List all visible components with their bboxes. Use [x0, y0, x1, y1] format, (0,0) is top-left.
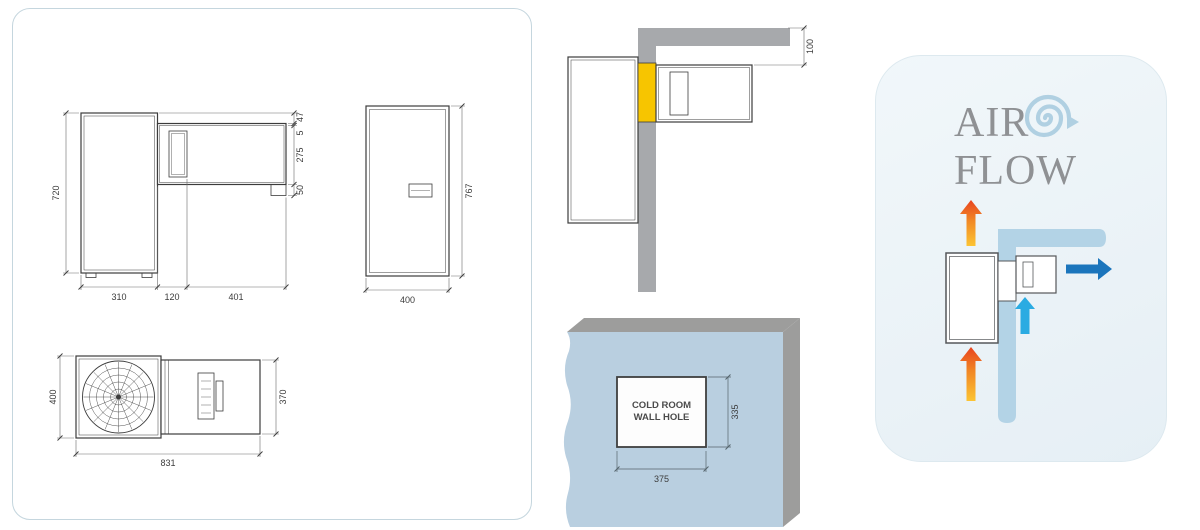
dim-label-50: 50 [295, 185, 305, 195]
top-view-divider-lines [164, 360, 169, 434]
install-outdoor-body [567, 56, 639, 224]
hot-air-intake-arrow-icon [960, 347, 982, 401]
installation-view: 100 [567, 25, 815, 292]
airflow-title-word2: FLOW [954, 148, 1077, 194]
side-view-vent [168, 130, 188, 178]
dim-label-831: 831 [160, 458, 175, 468]
wall-edge-right [783, 318, 800, 527]
install-indoor-duct-inner [658, 67, 750, 120]
airflow-unit-body-inner [949, 256, 995, 340]
dim-label-47: 47 [295, 112, 305, 122]
ceiling-section [638, 28, 790, 46]
airflow-title-word1: AIR [954, 100, 1029, 146]
top-view-fan-section-inner [78, 358, 159, 436]
install-dimension-lines [754, 25, 807, 68]
airflow-panel: AIR FLOW [875, 55, 1167, 462]
side-view-vent-inner [171, 133, 185, 175]
air-swirl-icon [1024, 94, 1079, 138]
wall-hole-view: COLD ROOM WALL HOLE 375 335 [563, 318, 800, 527]
dim-label-400-top: 400 [48, 389, 58, 404]
dim-label-120: 120 [164, 292, 179, 302]
dim-label-767: 767 [464, 183, 474, 198]
side-view-foot-right [141, 272, 153, 278]
dimension-drawings-panel: 720 310 120 401 47 5 275 50 400 [12, 8, 532, 520]
install-indoor-duct [655, 64, 753, 123]
front-view: 400 767 [363, 103, 474, 305]
airflow-indoor-vent [1022, 261, 1034, 288]
dimension-drawings-svg: 720 310 120 401 47 5 275 50 400 [48, 103, 474, 468]
front-view-electrical-box [408, 183, 433, 198]
side-view-bracket [270, 184, 287, 196]
dim-label-370: 370 [278, 389, 288, 404]
dim-label-310: 310 [111, 292, 126, 302]
hot-air-exhaust-arrow-icon [960, 200, 982, 246]
front-view-body [365, 105, 450, 277]
dim-label-375: 375 [654, 474, 669, 484]
dim-label-335: 335 [730, 404, 740, 419]
dim-label-5: 5 [295, 130, 305, 135]
top-view-compressor-fins [201, 380, 211, 414]
top-view-compressor [197, 372, 215, 420]
front-view-inner-line [369, 109, 446, 273]
cold-air-supply-arrow-icon [1066, 258, 1112, 280]
dim-label-720: 720 [51, 185, 61, 200]
airflow-wall [998, 229, 1106, 423]
dimension-ticks [57, 353, 279, 457]
wall-hole-label-line2: WALL HOLE [634, 412, 690, 423]
return-air-arrow-icon [1015, 297, 1035, 334]
dimension-ticks [63, 110, 297, 290]
install-indoor-vent [669, 71, 689, 116]
install-outdoor-body-inner [570, 59, 636, 221]
dimension-ticks [614, 374, 731, 472]
wall-edge-top [567, 318, 800, 332]
side-view-duct [156, 122, 287, 186]
front-view-dimension-lines [363, 103, 465, 293]
dimension-ticks [363, 103, 465, 293]
dim-label-275: 275 [295, 147, 305, 162]
top-view: 400 370 831 [48, 353, 288, 468]
side-view-body-inner-line [83, 115, 155, 271]
side-view-body [80, 112, 159, 274]
fan-grille-icon [82, 360, 155, 434]
airflow-svg: AIR FLOW [945, 94, 1112, 423]
side-view-dimension-lines [63, 110, 297, 290]
wall-hole-label-line1: COLD ROOM [632, 400, 691, 411]
top-view-component [215, 380, 224, 412]
wall-hole-opening [616, 376, 707, 448]
dim-label-100: 100 [805, 39, 815, 54]
airflow-unit-body [945, 252, 999, 344]
side-view: 720 310 120 401 47 5 275 50 [51, 110, 305, 302]
wall-hole-highlight [637, 62, 657, 123]
dim-label-400-front: 400 [400, 295, 415, 305]
side-view-duct-inner-line [159, 125, 285, 183]
top-view-dimension-lines [57, 353, 279, 457]
wall-hole-dimension-lines [614, 374, 731, 472]
dimension-ticks [801, 25, 807, 68]
airflow-through-wall-section [997, 260, 1017, 302]
dim-label-401: 401 [228, 292, 243, 302]
airflow-indoor-duct [1015, 255, 1057, 294]
side-view-foot-left [85, 272, 97, 278]
